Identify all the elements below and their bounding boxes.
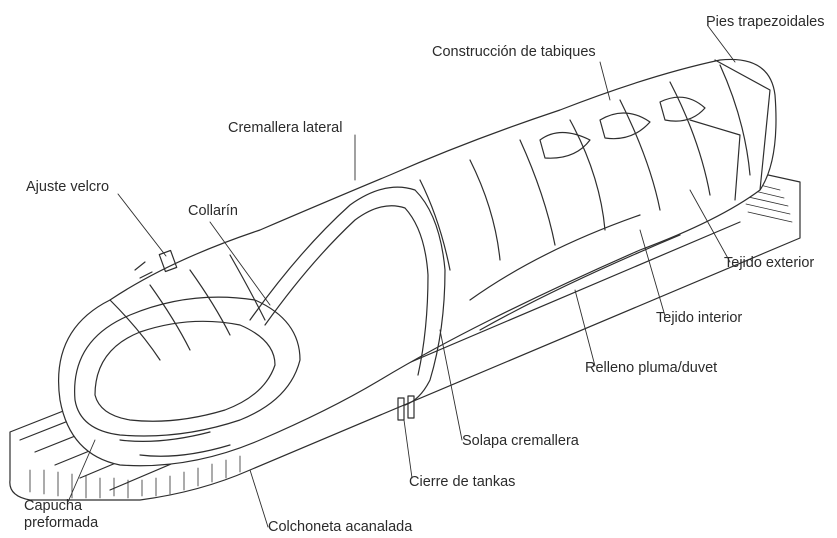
- label-relleno: Relleno pluma/duvet: [585, 360, 717, 377]
- label-capucha-line2: preformada: [24, 515, 104, 532]
- label-solapa-cremallera: Solapa cremallera: [462, 433, 579, 450]
- label-capucha-preformada: Capucha preformada: [24, 498, 104, 532]
- sleeping-bag-body: [59, 59, 776, 465]
- label-capucha-line1: Capucha: [24, 498, 104, 515]
- label-pies-trapezoidales: Pies trapezoidales: [706, 14, 825, 31]
- label-construccion-tabiques: Construcción de tabiques: [432, 44, 596, 61]
- label-colchoneta-acanalada: Colchoneta acanalada: [268, 519, 412, 536]
- label-tejido-interior: Tejido interior: [656, 310, 742, 327]
- label-collarin: Collarín: [188, 203, 238, 220]
- label-cierre-tankas: Cierre de tankas: [409, 474, 515, 491]
- label-cremallera-lateral: Cremallera lateral: [228, 120, 342, 137]
- label-tejido-exterior: Tejido exterior: [724, 255, 814, 272]
- label-ajuste-velcro: Ajuste velcro: [26, 179, 109, 196]
